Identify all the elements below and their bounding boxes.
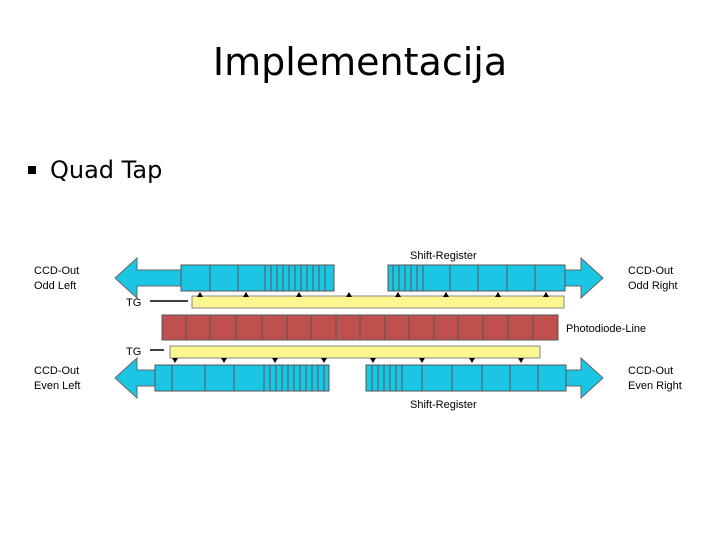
down-transfer-marker-icon — [518, 358, 524, 363]
ccd-out-odd-right-line1: CCD-Out — [628, 265, 673, 277]
ccd-out-even-left-line2: Even Left — [34, 380, 80, 392]
up-transfer-marker-icon — [495, 292, 501, 297]
ccd-out-even-left-line1: CCD-Out — [34, 365, 79, 377]
transfer-markers — [172, 292, 549, 363]
up-transfer-marker-icon — [197, 292, 203, 297]
down-transfer-marker-icon — [419, 358, 425, 363]
top-shift-register — [180, 264, 566, 292]
bottom-transfer-gate-bar — [169, 345, 541, 359]
down-transfer-marker-icon — [272, 358, 278, 363]
down-transfer-marker-icon — [172, 358, 178, 363]
down-transfer-marker-icon — [221, 358, 227, 363]
down-transfer-marker-icon — [321, 358, 327, 363]
tg-bottom-label: TG — [126, 346, 141, 358]
tg-top-label: TG — [126, 297, 141, 309]
ccd-out-odd-right-line2: Odd Right — [628, 280, 678, 292]
slide-title: Implementacija — [212, 40, 508, 84]
photodiode-line-label: Photodiode-Line — [566, 323, 646, 335]
top-register-right-body — [387, 264, 566, 292]
up-transfer-marker-icon — [296, 292, 302, 297]
even-left-output-arrow-icon — [114, 356, 157, 400]
bottom-shift-register — [154, 364, 567, 392]
square-bullet-icon — [28, 166, 36, 174]
up-transfer-marker-icon — [543, 292, 549, 297]
ccd-out-odd-left-line1: CCD-Out — [34, 265, 79, 277]
bottom-register-right-body — [365, 364, 567, 392]
up-transfer-marker-icon — [443, 292, 449, 297]
top-register-left-body — [180, 264, 335, 292]
ccd-out-even-right-line1: CCD-Out — [628, 365, 673, 377]
shift-register-bottom-label: Shift-Register — [410, 399, 477, 411]
ccd-out-odd-left-line2: Odd Left — [34, 280, 76, 292]
odd-right-output-arrow-icon — [563, 256, 604, 300]
bullet-item: Quad Tap — [28, 156, 162, 184]
photodiode-line — [161, 314, 559, 341]
up-transfer-marker-icon — [346, 292, 352, 297]
down-transfer-marker-icon — [469, 358, 475, 363]
down-transfer-marker-icon — [370, 358, 376, 363]
up-transfer-marker-icon — [243, 292, 249, 297]
shift-register-top-label: Shift-Register — [410, 250, 477, 262]
odd-left-output-arrow-icon — [114, 256, 183, 300]
bottom-register-left-body — [154, 364, 330, 392]
even-right-output-arrow-icon — [564, 356, 604, 400]
bottom-transfer-gate — [169, 345, 541, 359]
top-transfer-gate — [191, 295, 565, 309]
up-transfer-marker-icon — [395, 292, 401, 297]
top-transfer-gate-bar — [191, 295, 565, 309]
ccd-out-even-right-line2: Even Right — [628, 380, 682, 392]
bullet-text: Quad Tap — [50, 156, 163, 184]
